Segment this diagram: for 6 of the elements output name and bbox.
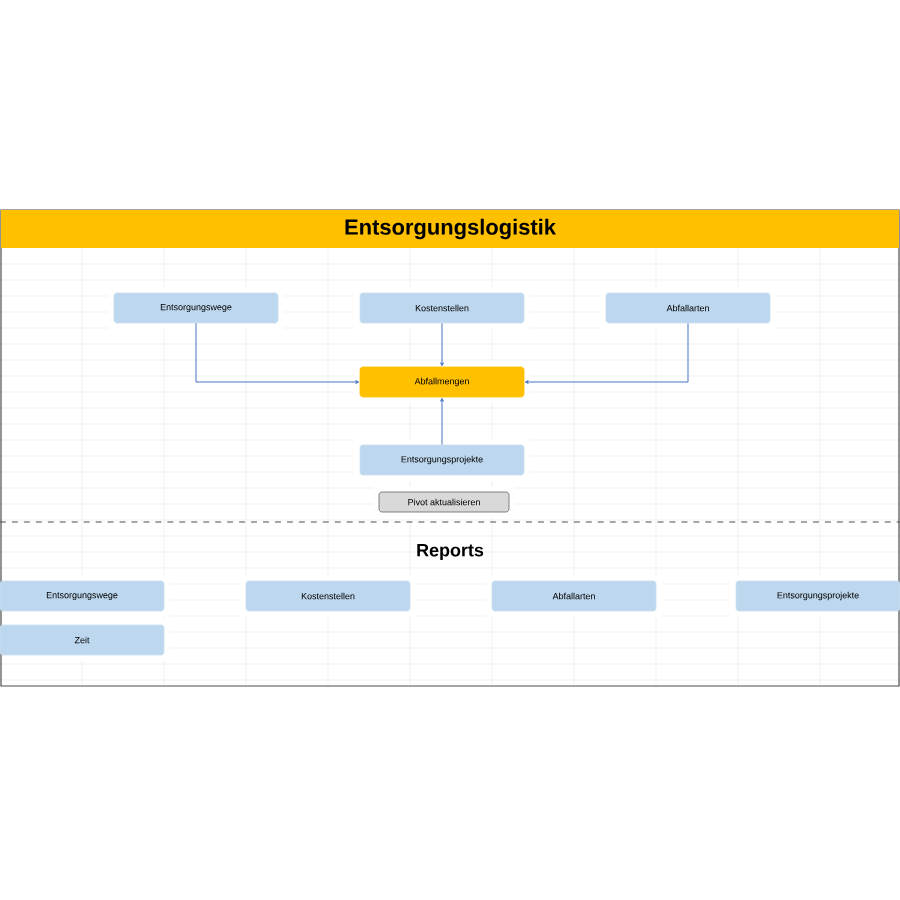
arrow <box>440 322 444 367</box>
title-bar: Entsorgungslogistik <box>1 210 899 248</box>
section-heading: Reports <box>417 543 484 561</box>
arrow <box>440 397 444 446</box>
arrow <box>524 322 689 384</box>
arrow <box>195 322 360 384</box>
